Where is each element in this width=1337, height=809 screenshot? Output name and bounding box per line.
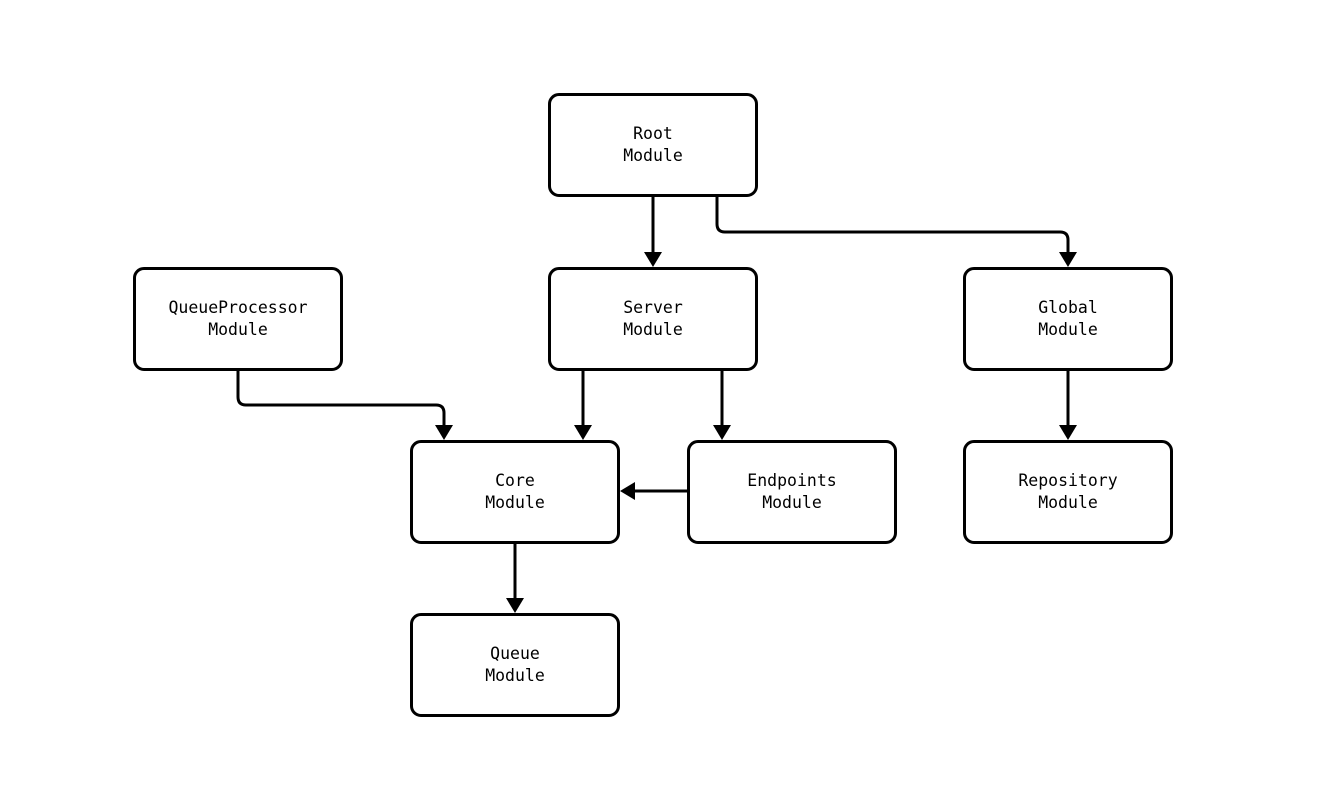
node-endpoints-module[interactable]: Endpoints Module	[687, 440, 897, 544]
node-server-module-line1: Server	[623, 298, 683, 317]
arrowhead-queueprocessor-core	[435, 425, 453, 440]
node-global-module-line2: Module	[1038, 320, 1098, 339]
node-server-module[interactable]: Server Module	[548, 267, 758, 371]
node-root-module-line2: Module	[623, 146, 683, 165]
node-root-module[interactable]: Root Module	[548, 93, 758, 197]
node-queueprocessor-module-line2: Module	[208, 320, 268, 339]
node-core-module-line1: Core	[495, 471, 535, 490]
node-queue-module[interactable]: Queue Module	[410, 613, 620, 717]
arrowhead-global-repository	[1059, 425, 1077, 440]
arrowhead-root-server	[644, 252, 662, 267]
node-queue-module-line1: Queue	[490, 644, 540, 663]
node-repository-module[interactable]: Repository Module	[963, 440, 1173, 544]
arrowhead-server-core	[574, 425, 592, 440]
node-endpoints-module-line1: Endpoints	[747, 471, 837, 490]
arrowhead-endpoints-core	[620, 482, 635, 500]
node-repository-module-line1: Repository	[1018, 471, 1118, 490]
node-queueprocessor-module[interactable]: QueueProcessor Module	[133, 267, 343, 371]
edge-root-global	[715, 197, 1070, 256]
node-global-module-line1: Global	[1038, 298, 1098, 317]
node-core-module[interactable]: Core Module	[410, 440, 620, 544]
arrowhead-core-queue	[506, 598, 524, 613]
arrowhead-server-endpoints	[713, 425, 731, 440]
node-global-module[interactable]: Global Module	[963, 267, 1173, 371]
node-root-module-line1: Root	[633, 124, 673, 143]
edge-queueprocessor-core	[236, 371, 446, 429]
node-server-module-line2: Module	[623, 320, 683, 339]
arrowhead-root-global	[1059, 252, 1077, 267]
node-queue-module-line2: Module	[485, 666, 545, 685]
node-endpoints-module-line2: Module	[762, 493, 822, 512]
node-queueprocessor-module-line1: QueueProcessor	[168, 298, 308, 317]
node-core-module-line2: Module	[485, 493, 545, 512]
node-repository-module-line2: Module	[1038, 493, 1098, 512]
